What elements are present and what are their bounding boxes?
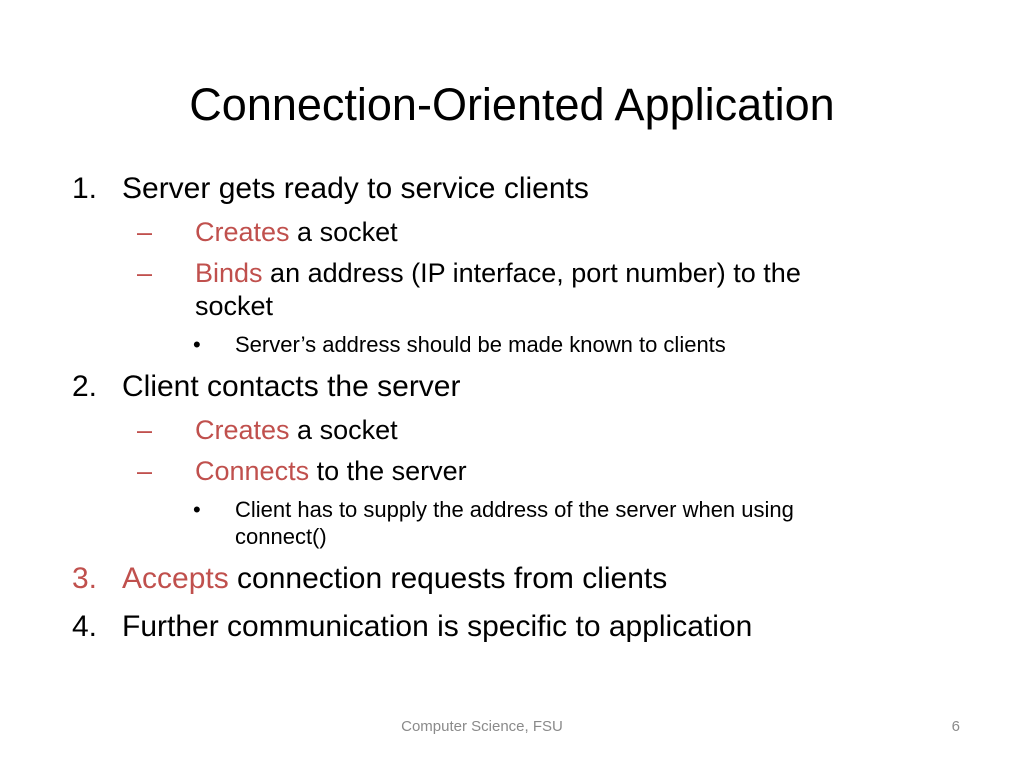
number-marker: 1. — [72, 172, 98, 205]
list-item: • Client has to supply the address of the… — [0, 496, 1024, 550]
body-text: to the server — [309, 456, 467, 486]
body-text: Server’s address should be made known to… — [235, 332, 726, 357]
list-item: 3. Accepts connection requests from clien… — [0, 560, 1024, 598]
list-item: 2. Client contacts the server — [0, 368, 1024, 406]
slide-body: 1. Server gets ready to service clients – C… — [0, 160, 1024, 646]
bullet-marker: • — [193, 497, 201, 522]
bullet-marker: • — [193, 332, 201, 357]
list-item: 1. Server gets ready to service clients — [0, 170, 1024, 208]
list-item: – Connects to the server — [0, 455, 1024, 488]
accent-text: Creates — [195, 415, 290, 445]
list-item: – Creates a socket — [0, 414, 1024, 447]
body-text: Further communication is specific to app… — [122, 610, 753, 643]
accent-text: Connects — [195, 456, 310, 486]
number-marker: 3. — [72, 562, 98, 595]
list-item: – Binds an address (IP interface, port nu… — [0, 257, 1024, 323]
body-text: Server gets ready to service clients — [122, 172, 589, 205]
body-text: Client has to supply the address of the … — [235, 497, 794, 549]
body-text: an address (IP interface, port number) t… — [195, 258, 801, 321]
footer-text: Computer Science, FSU — [401, 718, 563, 735]
body-text: Client contacts the server — [122, 370, 461, 403]
body-text: a socket — [289, 415, 398, 445]
accent-text: Creates — [195, 217, 290, 247]
accent-text: Accepts — [122, 562, 229, 595]
list-item: – Creates a socket — [0, 216, 1024, 249]
accent-text: Binds — [195, 258, 263, 288]
body-text: connection requests from clients — [228, 562, 668, 595]
dash-marker: – — [137, 456, 153, 486]
dash-marker: – — [137, 217, 153, 247]
body-text: a socket — [289, 217, 398, 247]
number-marker: 4. — [72, 610, 98, 643]
number-marker: 2. — [72, 370, 98, 403]
page-number: 6 — [951, 718, 960, 735]
list-item: 4. Further communication is specific to a… — [0, 608, 1024, 646]
slide-title: Connection-Oriented Application — [189, 79, 835, 130]
list-item: • Server’s address should be made known t… — [0, 331, 1024, 358]
dash-marker: – — [137, 415, 153, 445]
dash-marker: – — [137, 258, 153, 288]
